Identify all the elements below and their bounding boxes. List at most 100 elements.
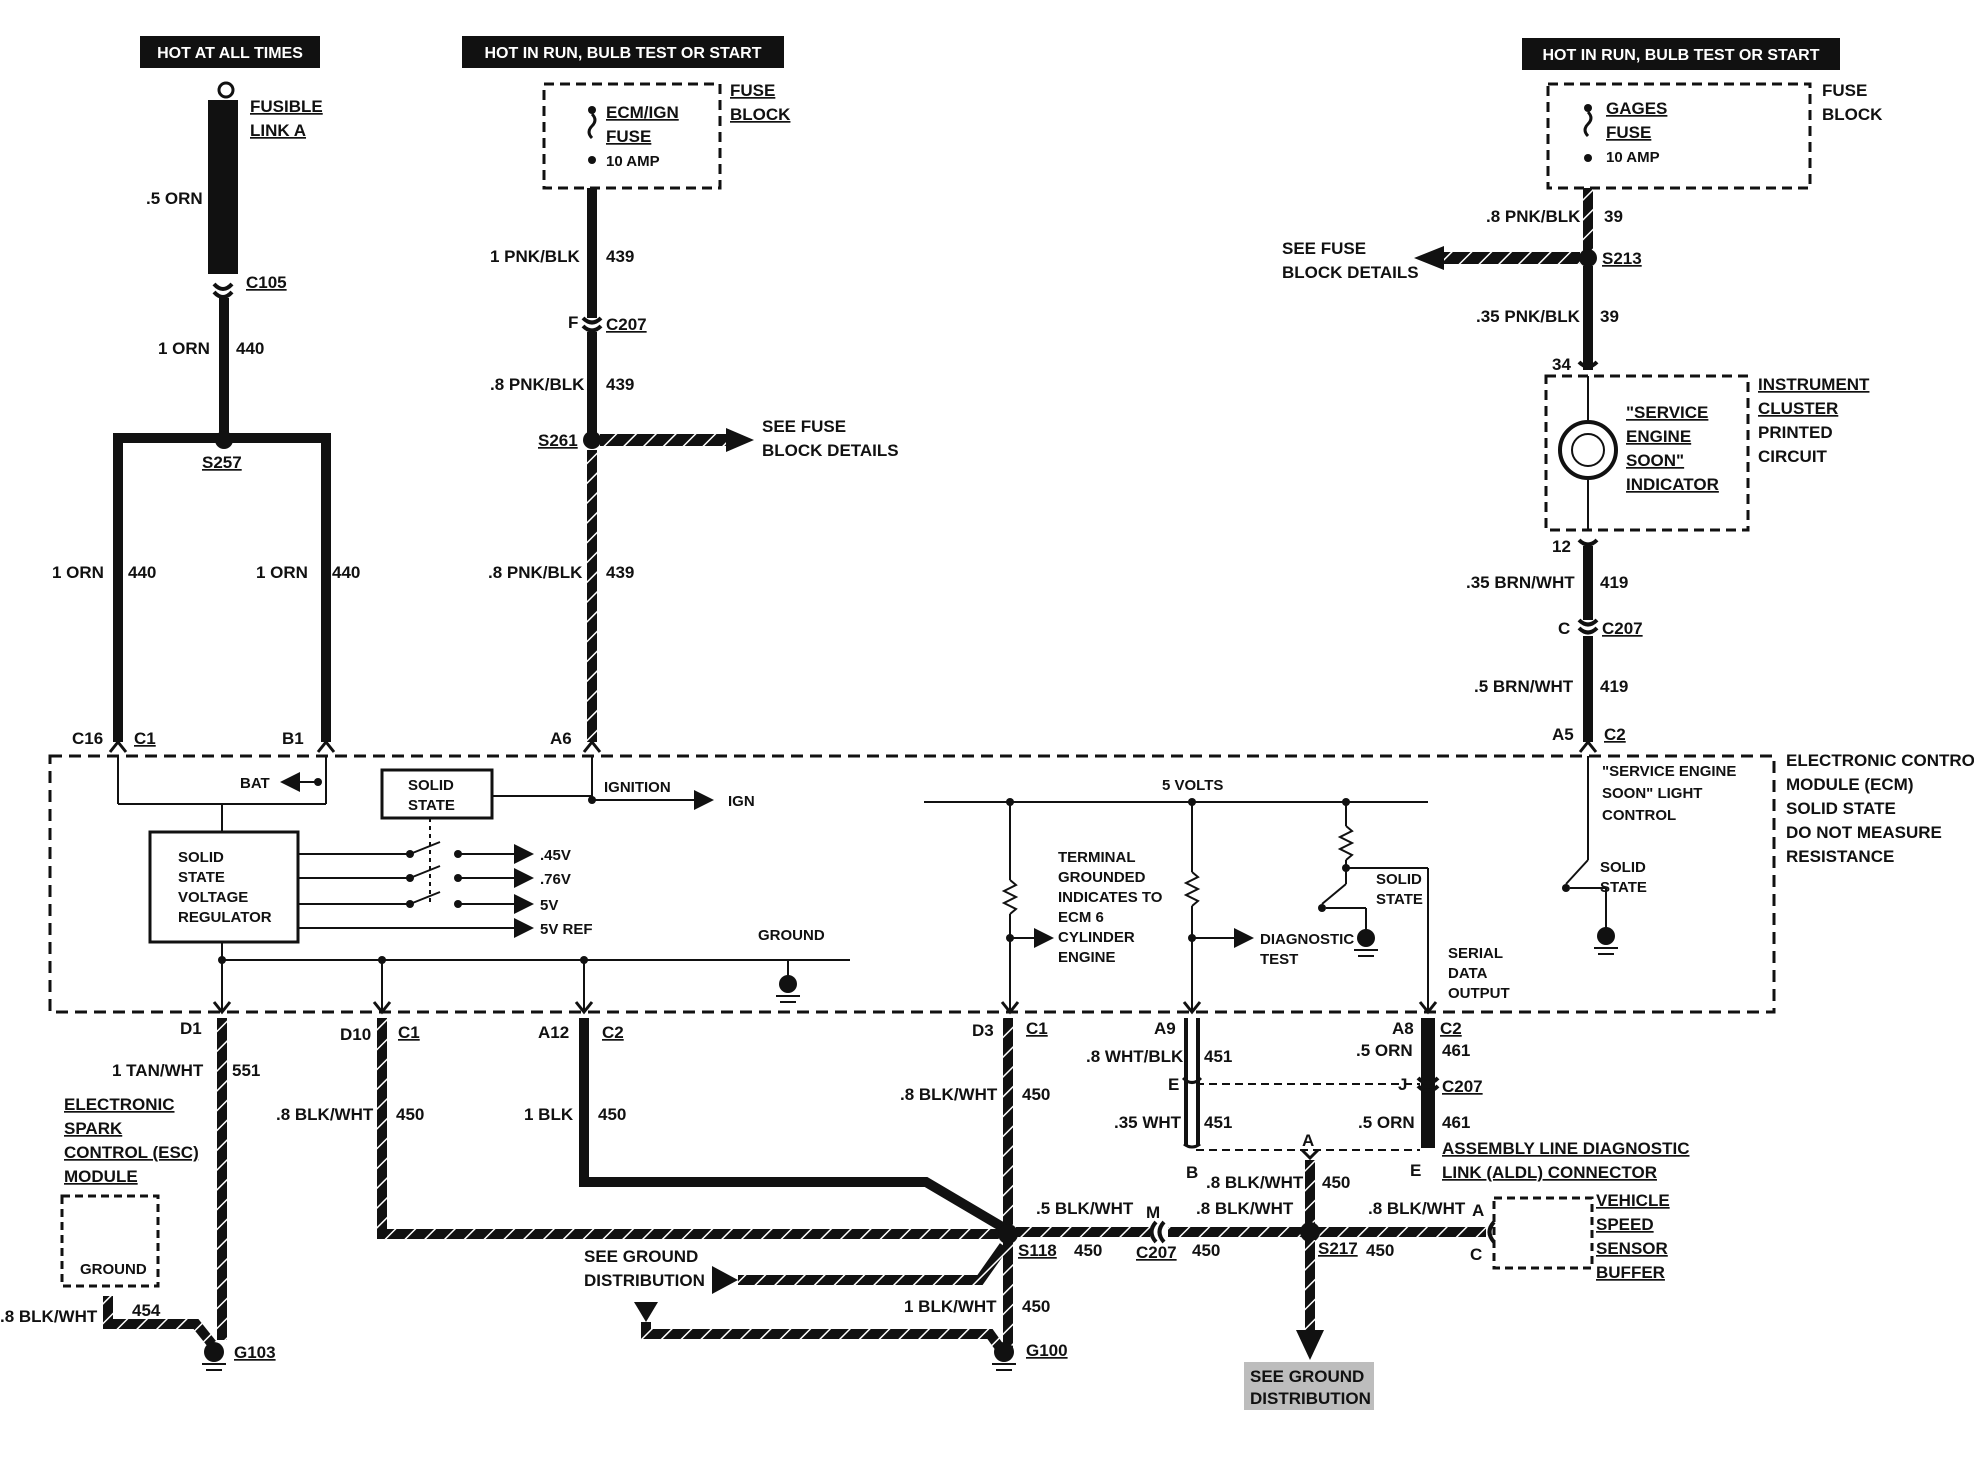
svg-text:CONTROL: CONTROL [1602,807,1676,824]
ground-wire-d10: .8 BLK/WHT 450 [276,1018,1006,1239]
svg-text:.8 BLK/WHT: .8 BLK/WHT [276,1105,374,1124]
svg-text:S118: S118 [1018,1241,1057,1260]
svg-text:DISTRIBUTION: DISTRIBUTION [584,1271,705,1290]
ecm-bottom-pins: D1 D10 C1 A12 C2 D3 C1 A9 A8 C2 [180,1001,1462,1044]
svg-text:C1: C1 [134,729,156,748]
vehicle-speed-sensor-buffer: .8 BLK/WHT 450 A C VEHICLE SPEED SENSOR … [1366,1191,1670,1282]
svg-text:.8 WHT/BLK: .8 WHT/BLK [1086,1047,1184,1066]
svg-text:OUTPUT: OUTPUT [1448,985,1510,1002]
svg-text:DO NOT MEASURE: DO NOT MEASURE [1786,823,1942,842]
svg-text:440: 440 [332,563,360,582]
indicator-bulb-icon [1558,420,1618,480]
svg-text:STATE: STATE [408,797,455,814]
svg-text:C1: C1 [398,1023,420,1042]
svg-text:S261: S261 [538,431,578,450]
instrument-cluster: "SERVICE ENGINE SOON" INDICATOR INSTRUME… [1544,374,1870,532]
see-ground-distribution-left: SEE GROUND DISTRIBUTION 1 BLK/WHT 450 G1… [584,1243,1068,1371]
wire-419: 12 .35 BRN/WHT 419 C C207 .5 BRN/WHT 419… [1466,537,1643,744]
svg-text:.5 ORN: .5 ORN [1356,1041,1413,1060]
svg-text:SOLID STATE: SOLID STATE [1786,799,1896,818]
svg-text:.76V: .76V [540,871,571,888]
svg-text:C2: C2 [1440,1019,1462,1038]
svg-text:GROUND: GROUND [758,927,825,944]
ecm-5v-bus: 5 VOLTS TERMINAL GROUNDED INDICATES TO E… [924,777,1510,1012]
svg-text:S257: S257 [202,453,242,472]
svg-text:C105: C105 [246,273,287,292]
svg-text:CYLINDER: CYLINDER [1058,929,1135,946]
ground-wire-a12: 1 BLK 450 [524,1018,1007,1233]
svg-text:GROUNDED: GROUNDED [1058,869,1146,886]
svg-text:SPEED: SPEED [1596,1215,1654,1234]
svg-text:INDICATES TO: INDICATES TO [1058,889,1163,906]
svg-text:1 BLK: 1 BLK [524,1105,574,1124]
svg-text:451: 451 [1204,1047,1232,1066]
svg-text:SEE FUSE: SEE FUSE [762,417,846,436]
svg-text:551: 551 [232,1061,260,1080]
svg-text:450: 450 [598,1105,626,1124]
ground-wire-d3: .8 BLK/WHT 450 S118 [900,1018,1057,1350]
svg-text:FUSE: FUSE [1822,81,1867,100]
svg-text:A5: A5 [1552,725,1574,744]
svg-text:S213: S213 [1602,249,1642,268]
svg-text:SERIAL: SERIAL [1448,945,1503,962]
svg-text:451: 451 [1204,1113,1232,1132]
svg-text:BLOCK: BLOCK [730,105,791,124]
svg-text:C207: C207 [1136,1243,1177,1262]
svg-text:.5 BLK/WHT: .5 BLK/WHT [1036,1199,1134,1218]
svg-text:1 ORN: 1 ORN [158,339,210,358]
aldl-a8-wire: .5 ORN 461 J C207 .5 ORN 461 E [1196,1018,1483,1180]
svg-text:PRINTED: PRINTED [1758,423,1833,442]
svg-text:C2: C2 [1604,725,1626,744]
ecm-top-pins [108,739,1598,753]
svg-text:450: 450 [1366,1241,1394,1260]
aldl-a9-wire: .8 WHT/BLK 451 E .35 WHT 451 B [1086,1018,1232,1182]
svg-text:SENSOR: SENSOR [1596,1239,1668,1258]
svg-text:1 PNK/BLK: 1 PNK/BLK [490,247,580,266]
svg-text:439: 439 [606,563,634,582]
ecm-light-control: "SERVICE ENGINE SOON" LIGHT CONTROL SOLI… [1562,756,1736,955]
svg-text:450: 450 [396,1105,424,1124]
svg-text:BLOCK: BLOCK [1822,105,1883,124]
svg-text:.8 BLK/WHT: .8 BLK/WHT [1368,1199,1466,1218]
svg-text:FUSE: FUSE [1606,123,1651,142]
svg-text:39: 39 [1600,307,1619,326]
svg-text:.8 BLK/WHT: .8 BLK/WHT [1196,1199,1294,1218]
svg-text:1 ORN: 1 ORN [256,563,308,582]
ecm-ground-icon [779,975,797,993]
svg-text:C207: C207 [606,315,647,334]
svg-text:461: 461 [1442,1041,1470,1060]
svg-text:REGULATOR: REGULATOR [178,909,272,926]
svg-text:E: E [1410,1161,1421,1180]
ground-bus-s217: .5 BLK/WHT 450 M C207 .8 BLK/WHT 450 [1016,1199,1486,1262]
svg-text:IGNITION: IGNITION [604,779,671,796]
ecm-ground-bus: GROUND [218,927,850,1012]
ecm-bat-circuit: BAT [117,756,327,832]
svg-text:ENGINE: ENGINE [1626,427,1691,446]
splice-s118-dot [998,1224,1018,1244]
svg-text:C16: C16 [72,729,103,748]
svg-text:450: 450 [1074,1241,1102,1260]
svg-text:HOT IN RUN, BULB TEST OR START: HOT IN RUN, BULB TEST OR START [484,45,761,62]
wire-439: 1 PNK/BLK 439 F C207 .8 PNK/BLK 439 S261… [488,188,899,748]
svg-text:INSTRUMENT: INSTRUMENT [1758,375,1870,394]
svg-text:C2: C2 [602,1023,624,1042]
svg-text:C: C [1558,619,1570,638]
ecm-ign-fuse-block: ECM/IGN FUSE 10 AMP FUSE BLOCK [542,81,791,190]
svg-text:10 AMP: 10 AMP [606,153,660,170]
svg-text:SOON" LIGHT: SOON" LIGHT [1602,785,1702,802]
svg-text:S217: S217 [1318,1239,1358,1258]
svg-text:419: 419 [1600,677,1628,696]
power-tag-left: HOT AT ALL TIMES [140,36,320,68]
svg-text:12: 12 [1552,537,1571,556]
wire-39: .8 PNK/BLK 39 S213 SEE FUSE BLOCK DETAIL… [1282,188,1642,374]
svg-text:D3: D3 [972,1021,994,1040]
svg-text:.8 PNK/BLK: .8 PNK/BLK [490,375,585,394]
svg-text:SEE GROUND: SEE GROUND [584,1247,698,1266]
svg-text:"SERVICE: "SERVICE [1626,403,1708,422]
svg-text:E: E [1168,1075,1179,1094]
ecm-module: ELECTRONIC CONTROL MODULE (ECM) SOLID ST… [48,751,1974,1014]
svg-text:ECM 6: ECM 6 [1058,909,1104,926]
svg-text:SEE FUSE: SEE FUSE [1282,239,1366,258]
svg-text:A6: A6 [550,729,572,748]
